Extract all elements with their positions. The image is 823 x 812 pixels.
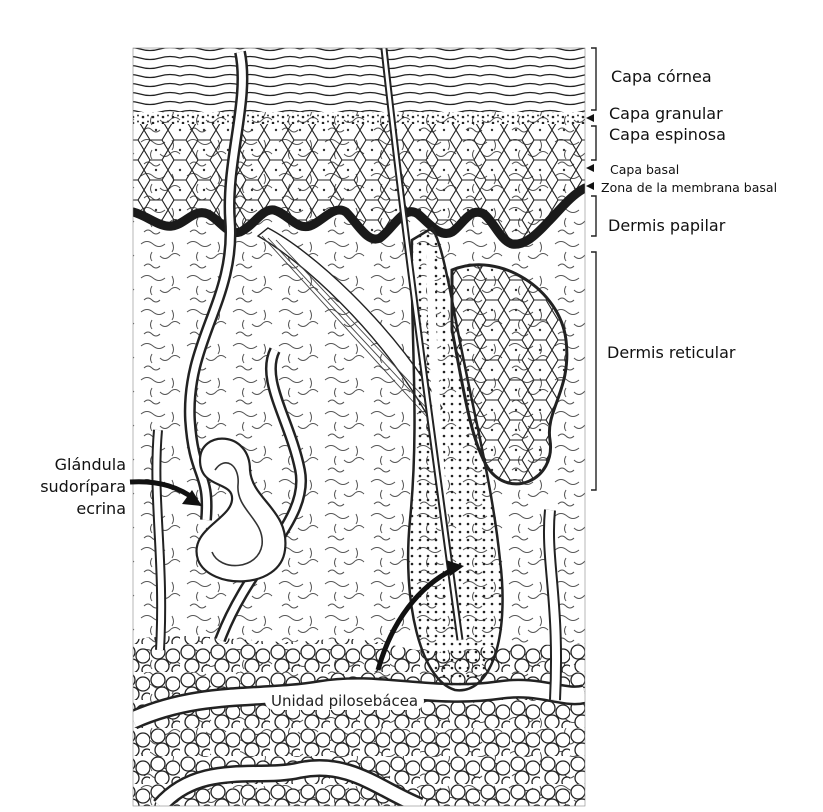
label-glandula-sudoripara: Glándula sudorípara ecrina <box>34 454 126 520</box>
label-capa-espinosa: Capa espinosa <box>609 126 726 144</box>
label-capa-granular: Capa granular <box>609 105 723 123</box>
stratum-granulosum <box>133 112 585 124</box>
label-unidad-pilosebacea: Unidad pilosebácea <box>265 692 424 710</box>
label-dermis-reticular: Dermis reticular <box>607 344 735 362</box>
label-zona-membrana-basal: Zona de la membrana basal <box>601 180 777 195</box>
label-capa-basal: Capa basal <box>610 162 679 177</box>
label-dermis-papilar: Dermis papilar <box>608 217 725 235</box>
label-capa-cornea: Capa córnea <box>611 68 712 86</box>
